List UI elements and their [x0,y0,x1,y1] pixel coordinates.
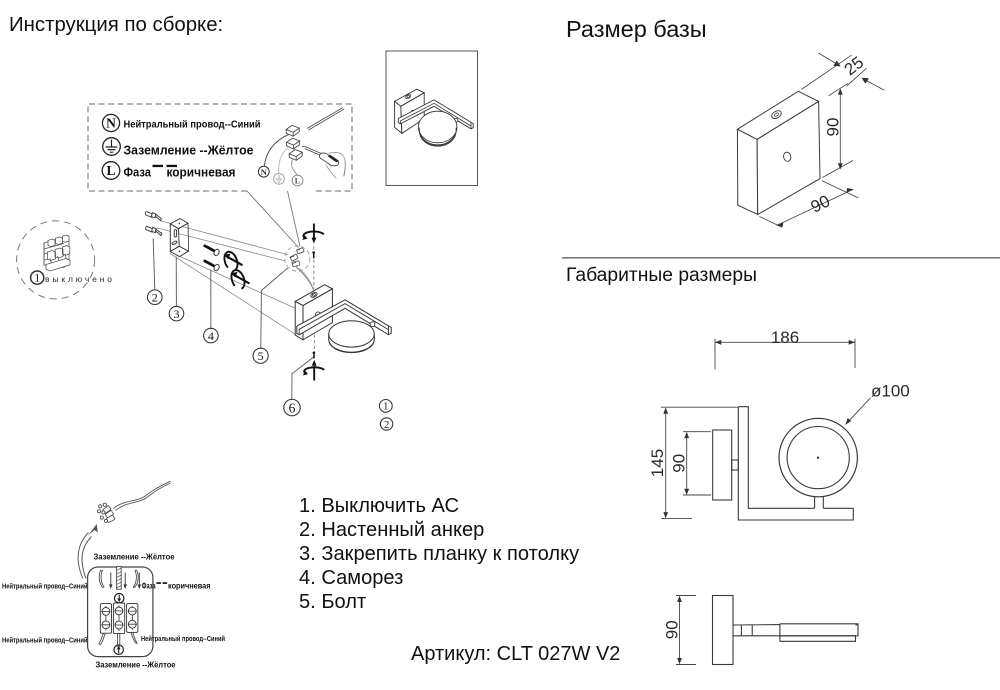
svg-text:выключено: выключено [45,274,112,284]
svg-text:3: 3 [174,307,180,321]
svg-text:Заземление --Жёлтое: Заземление --Жёлтое [124,144,254,158]
svg-text:Нейтральный провод--Синий: Нейтральный провод--Синий [141,634,225,643]
svg-text:6: 6 [289,400,296,415]
svg-text:145: 145 [648,449,667,477]
svg-text:25: 25 [841,53,868,80]
svg-text:Фаза: Фаза [142,582,156,591]
svg-text:2: 2 [152,290,158,304]
svg-text:Заземление --Жёлтое: Заземление --Жёлтое [96,661,176,670]
svg-text:N: N [261,167,268,177]
svg-text:коричневая: коричневая [167,166,236,180]
svg-text:ø100: ø100 [871,382,910,401]
svg-text:L: L [295,176,301,186]
svg-text:N: N [106,116,116,131]
svg-text:5: 5 [258,349,264,363]
svg-text:Нейтральный провод--Синий: Нейтральный провод--Синий [124,119,261,131]
svg-text:Фаза: Фаза [124,166,152,180]
svg-text:90: 90 [662,620,681,639]
svg-text:1: 1 [383,402,388,413]
svg-text:1: 1 [34,273,40,285]
svg-text:Нейтральный провод--Синий: Нейтральный провод--Синий [2,582,88,591]
svg-text:4: 4 [208,329,214,343]
svg-text:Нейтральный провод--Синий: Нейтральный провод--Синий [2,636,88,645]
svg-text:коричневая: коричневая [168,582,211,591]
svg-text:L: L [106,163,115,178]
svg-text:90: 90 [824,118,843,137]
svg-text:Заземление --Жёлтое: Заземление --Жёлтое [94,553,175,562]
svg-text:186: 186 [771,328,799,347]
svg-text:90: 90 [669,454,688,473]
svg-text:90: 90 [808,191,833,216]
svg-text:2: 2 [384,420,389,431]
